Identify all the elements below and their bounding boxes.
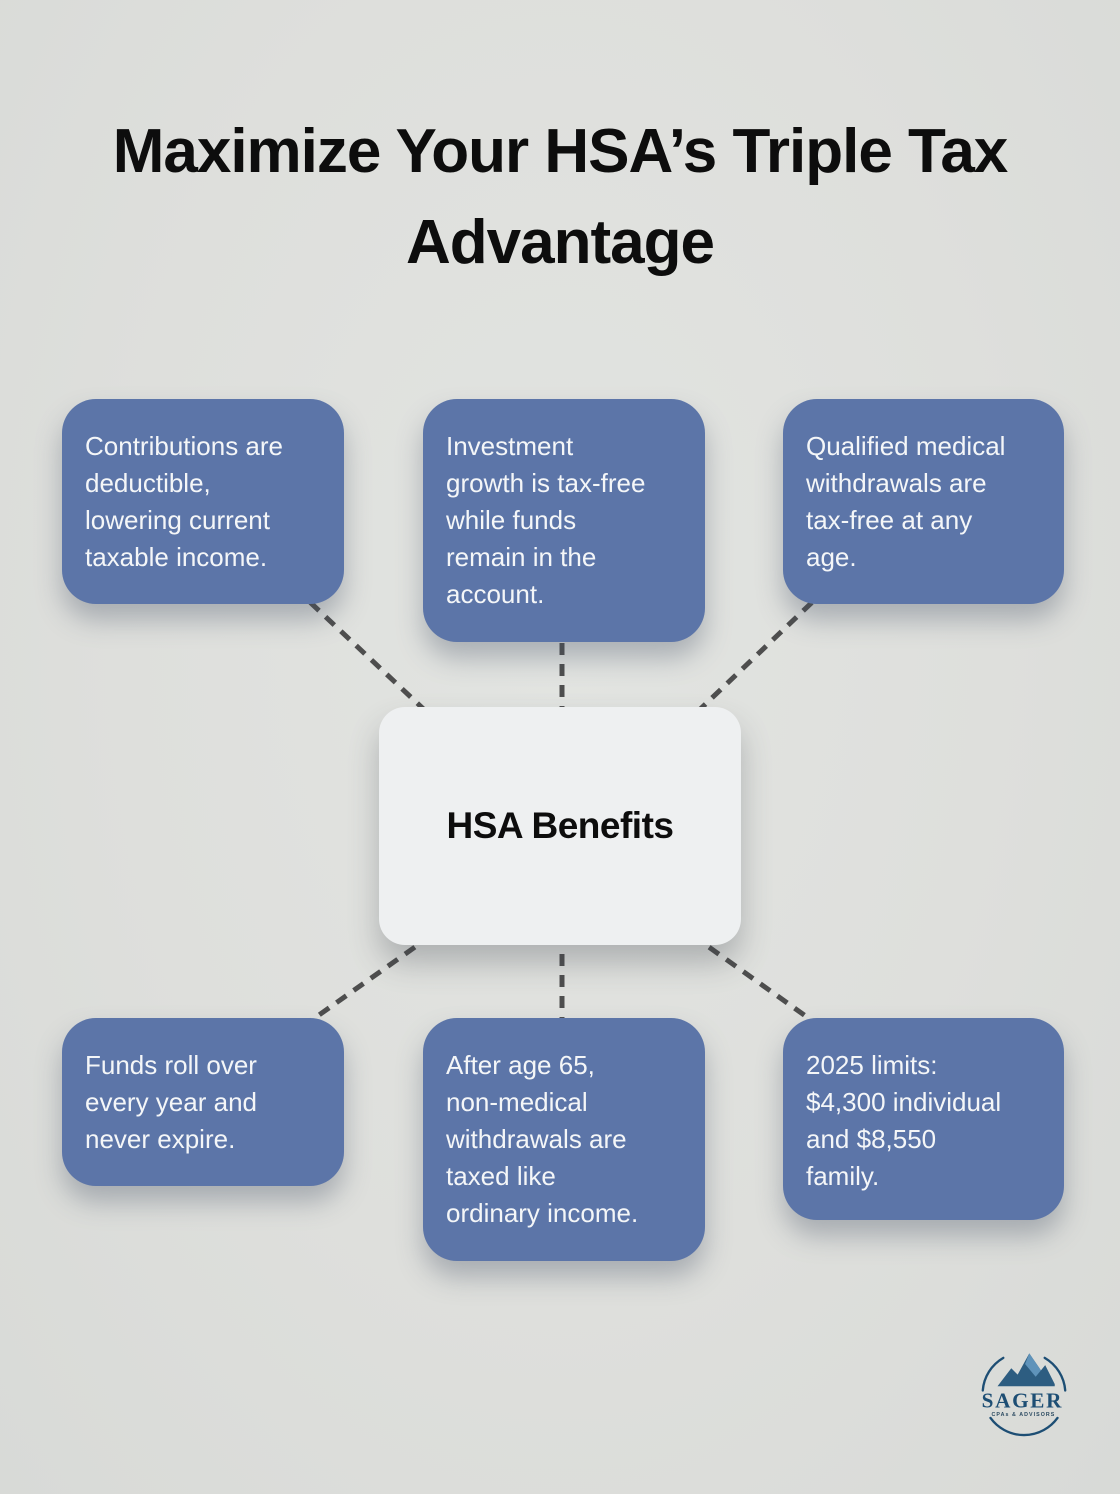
connector-bottom-left bbox=[293, 932, 434, 1035]
sager-logo-emblem: SAGER CPAs & ADVISORS bbox=[981, 1353, 1067, 1437]
mountain-icon-highlight bbox=[1025, 1353, 1041, 1377]
logo-wordmark: SAGER bbox=[982, 1388, 1063, 1412]
benefit-node-bottom-left: Funds roll over every year and never exp… bbox=[62, 1018, 344, 1186]
benefit-node-bottom-center: After age 65, non-medical withdrawals ar… bbox=[423, 1018, 705, 1261]
page-title: Maximize Your HSA’s Triple Tax Advantage bbox=[112, 117, 1009, 278]
center-node: HSA Benefits bbox=[379, 707, 741, 945]
connector-top-left bbox=[293, 586, 434, 719]
benefit-node-top-left: Contributions are deductible, lowering c… bbox=[62, 399, 344, 604]
center-node-label: HSA Benefits bbox=[446, 805, 674, 846]
logo-circle-arc-bottom bbox=[989, 1416, 1059, 1437]
connector-bottom-right bbox=[690, 932, 830, 1035]
mountain-icon bbox=[997, 1353, 1055, 1387]
benefit-node-bottom-right: 2025 limits: $4,300 individual and $8,55… bbox=[783, 1018, 1064, 1220]
logo-circle-arc-left bbox=[981, 1356, 1005, 1392]
sager-logo: SAGER CPAs & ADVISORS bbox=[971, 1346, 1077, 1452]
logo-circle-arc-right bbox=[1043, 1356, 1067, 1392]
benefit-node-top-center: Investment growth is tax-free while fund… bbox=[423, 399, 705, 642]
logo-tagline: CPAs & ADVISORS bbox=[992, 1412, 1056, 1418]
connector-top-right bbox=[690, 586, 829, 719]
benefit-node-top-right: Qualified medical withdrawals are tax-fr… bbox=[783, 399, 1064, 604]
